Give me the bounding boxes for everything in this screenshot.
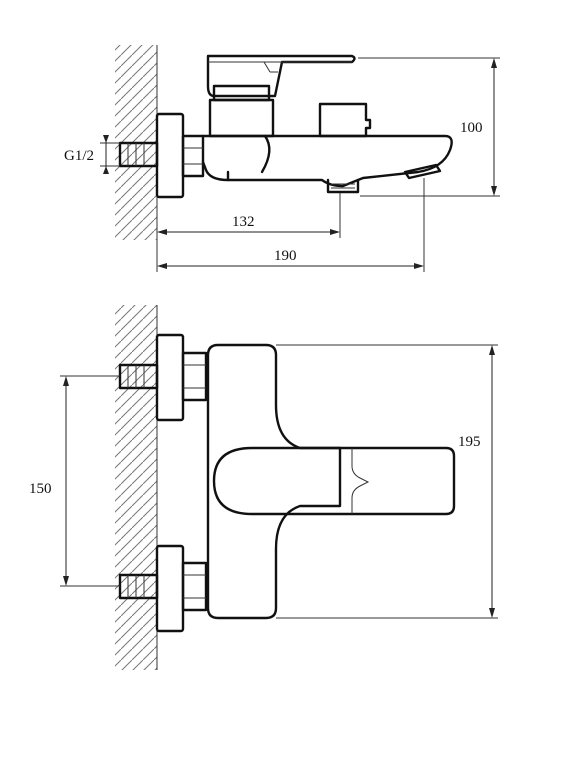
- flange-upper: [155, 333, 185, 422]
- front-view: 150 195: [29, 305, 498, 670]
- dim-label-195: 195: [458, 434, 481, 450]
- mixer-body-side: [201, 134, 453, 188]
- lever-handle-side: [206, 54, 356, 98]
- dim-label-132: 132: [232, 214, 255, 230]
- diverter-knob: [318, 102, 372, 138]
- dim-label-100: 100: [460, 120, 483, 136]
- spout-aerator: [403, 163, 442, 180]
- cartridge-cap: [212, 84, 271, 102]
- flange-lower: [155, 544, 185, 633]
- lever-handle-front: [212, 446, 456, 516]
- nut-upper: [181, 351, 208, 402]
- flange-top: [155, 112, 185, 199]
- hose-outlet: [326, 178, 360, 194]
- dim-label-150: 150: [29, 481, 52, 497]
- nut-top: [181, 134, 205, 178]
- dim-label-thread: G1/2: [64, 148, 94, 164]
- nut-lower: [181, 561, 208, 612]
- cartridge-column: [208, 98, 275, 138]
- mixer-body-front: [206, 343, 342, 620]
- wall-hatch-bottom: [115, 305, 157, 670]
- side-view: 100 G1/2 132 190: [64, 45, 500, 272]
- dim-label-190: 190: [274, 248, 297, 264]
